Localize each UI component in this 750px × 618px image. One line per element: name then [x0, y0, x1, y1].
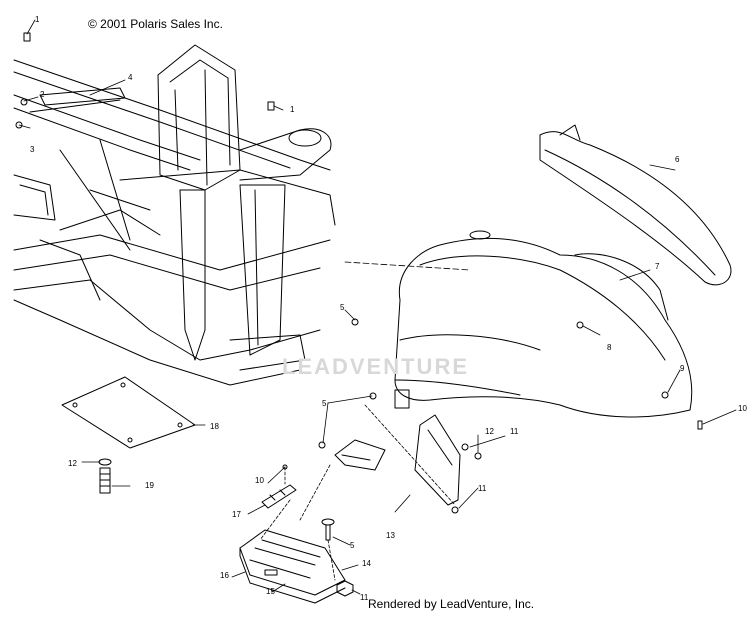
- callout-17: 17: [232, 510, 241, 519]
- watermark: LEADVENTURE: [282, 354, 470, 379]
- callout-18: 18: [210, 422, 219, 431]
- callout-11-mid: 11: [478, 484, 487, 493]
- callout-12-right: 12: [485, 427, 494, 436]
- bolt-19-part: [98, 458, 112, 494]
- callout-7: 7: [655, 262, 660, 271]
- callout-10-right: 10: [738, 404, 747, 413]
- callout-11-right: 11: [510, 427, 519, 436]
- callout-12-left: 12: [68, 459, 77, 468]
- frame-assembly: [13, 44, 336, 386]
- callout-5-mid: 5: [322, 399, 327, 408]
- footrest-assembly: [239, 529, 346, 604]
- callout-14: 14: [362, 559, 371, 568]
- callout-19: 19: [145, 481, 154, 490]
- callout-1-mid: 1: [290, 105, 295, 114]
- rear-fender-part: [539, 124, 732, 286]
- rendered-by-text: Rendered by LeadVenture, Inc.: [368, 597, 535, 611]
- step-bracket-part: [334, 439, 386, 471]
- callout-15: 15: [266, 587, 275, 596]
- callout-3: 3: [30, 145, 35, 154]
- callout-10-lower: 10: [255, 476, 264, 485]
- floor-plate-part: [61, 376, 196, 449]
- callout-1-top: 1: [35, 15, 40, 24]
- bracket-17-part: [261, 484, 297, 509]
- callout-9: 9: [680, 364, 685, 373]
- leader-lines: [18, 19, 737, 595]
- callout-5-lower: 5: [350, 541, 355, 550]
- fasteners: [15, 32, 703, 514]
- callout-11-bottom: 11: [360, 593, 369, 602]
- callout-8: 8: [607, 343, 612, 352]
- nut-11-bottom: [336, 580, 354, 597]
- copyright-text: © 2001 Polaris Sales Inc.: [88, 17, 223, 31]
- callout-6: 6: [675, 155, 680, 164]
- callout-2: 2: [40, 90, 45, 99]
- mud-flap-part: [414, 414, 461, 506]
- callout-4: 4: [128, 73, 133, 82]
- screw-5-lower: [321, 518, 335, 541]
- front-fender-part: [394, 230, 693, 418]
- callout-5-top: 5: [340, 303, 345, 312]
- callout-13: 13: [386, 531, 395, 540]
- callout-numbers: 1 2 3 4 1 6 7 5 8 9 10 5 12 11 18 12 19 …: [30, 15, 747, 602]
- callout-16: 16: [220, 571, 229, 580]
